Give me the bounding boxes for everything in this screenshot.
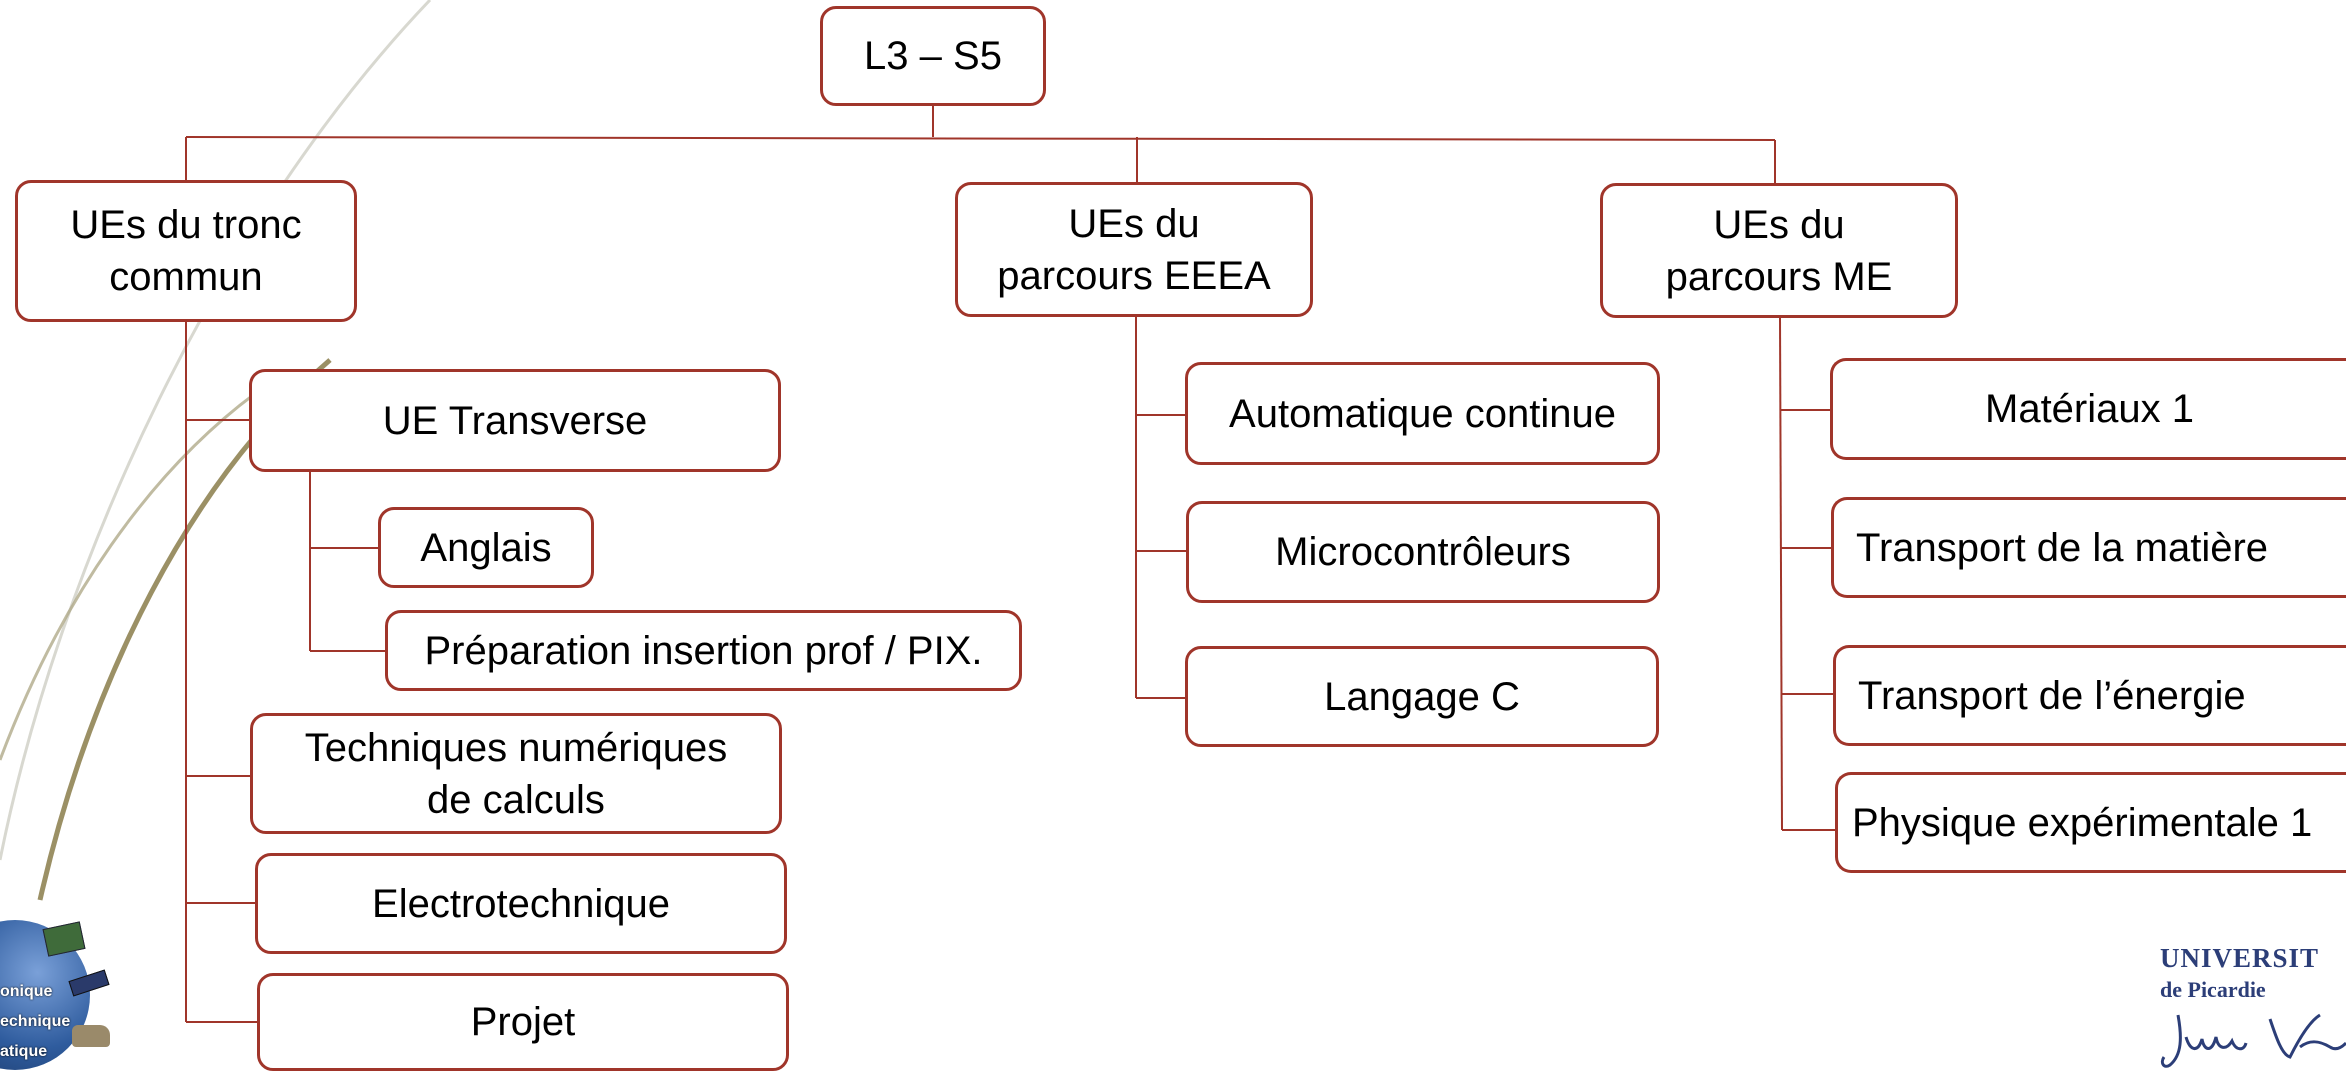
preparation-insertion-node: Préparation insertion prof / PIX. xyxy=(385,610,1022,691)
signature-stroke-j xyxy=(2160,1014,2182,1068)
swoosh-grey-curve xyxy=(0,388,261,761)
connector-me-spine xyxy=(1779,317,1783,831)
materiaux-1-label: Matériaux 1 xyxy=(1985,387,2194,431)
langage-c-node: Langage C xyxy=(1185,646,1659,747)
electrotechnique-label: Electrotechnique xyxy=(372,881,670,926)
projet-node: Projet xyxy=(257,973,789,1071)
branch-parcours-me-label: UEs du parcours ME xyxy=(1665,202,1893,299)
microcontroleurs-node: Microcontrôleurs xyxy=(1186,501,1660,603)
electrotechnique-node: Electrotechnique xyxy=(255,853,787,954)
signature-stroke-ules xyxy=(2184,1036,2248,1051)
anglais-node: Anglais xyxy=(378,507,594,588)
preparation-insertion-label: Préparation insertion prof / PIX. xyxy=(424,628,983,673)
branch-parcours-eeea: UEs du parcours EEEA xyxy=(955,182,1313,317)
branch-parcours-me: UEs du parcours ME xyxy=(1600,183,1958,318)
materiaux-1-node: Matériaux 1 xyxy=(1830,358,2346,460)
root-node-label: L3 – S5 xyxy=(864,34,1002,78)
swoosh-thin-line xyxy=(0,0,432,861)
automatique-continue-label: Automatique continue xyxy=(1229,391,1616,436)
physique-experimentale-label: Physique expérimentale 1 xyxy=(1852,800,2313,845)
anglais-label: Anglais xyxy=(420,525,552,570)
root-node: L3 – S5 xyxy=(820,6,1046,106)
vehicle-icon xyxy=(72,1025,110,1047)
physique-experimentale-node: Physique expérimentale 1 xyxy=(1835,772,2346,873)
logo-text-line-3: atique xyxy=(0,1043,48,1060)
branch-parcours-eeea-label: UEs du parcours EEEA xyxy=(997,201,1271,298)
techniques-numeriques-node: Techniques numériques de calculs xyxy=(250,713,782,834)
university-logo-region: de Picardie xyxy=(2160,977,2266,1002)
logo-text-line-1: onique xyxy=(0,983,53,1000)
branch-tronc-commun: UEs du tronc commun xyxy=(15,180,357,322)
techniques-numeriques-label: Techniques numériques de calculs xyxy=(304,725,728,822)
automatique-continue-node: Automatique continue xyxy=(1185,362,1660,465)
microcontroleurs-label: Microcontrôleurs xyxy=(1275,530,1571,574)
ue-transverse-node: UE Transverse xyxy=(249,369,781,472)
langage-c-label: Langage C xyxy=(1324,674,1520,719)
connector-branches-bus xyxy=(185,136,1776,141)
signature-stroke-vern xyxy=(2268,1013,2346,1059)
projet-label: Projet xyxy=(470,1000,576,1044)
transport-energie-label: Transport de l’énergie xyxy=(1858,673,2246,718)
circuit-board-icon xyxy=(42,921,86,957)
branch-tronc-commun-label: UEs du tronc commun xyxy=(70,203,302,299)
ue-transverse-label: UE Transverse xyxy=(382,398,648,443)
transport-matiere-node: Transport de la matière xyxy=(1831,497,2346,598)
transport-energie-node: Transport de l’énergie xyxy=(1833,645,2346,746)
university-signature xyxy=(2160,1013,2346,1068)
transport-matiere-label: Transport de la matière xyxy=(1856,525,2269,570)
department-logo: onique echnique atique xyxy=(0,895,120,1071)
university-logo-title: UNIVERSIT xyxy=(2160,943,2320,973)
university-logo: UNIVERSIT de Picardie xyxy=(2160,935,2346,1071)
logo-text-line-2: echnique xyxy=(0,1013,71,1030)
